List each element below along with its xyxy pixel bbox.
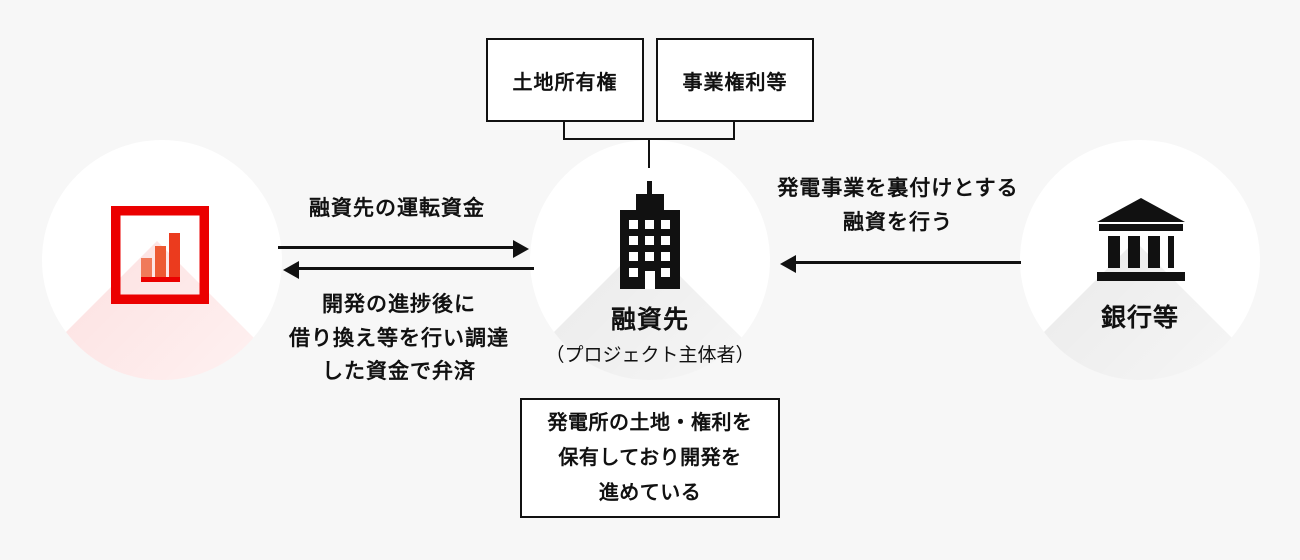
box-land-ownership: 土地所有権 (486, 38, 644, 122)
box-business-rights: 事業権利等 (656, 38, 814, 122)
arrow-left-to-middle-head (513, 240, 529, 258)
connector-right-vertical (733, 122, 735, 140)
caption-refinance-line-2: 借り換え等を行い調達 (289, 326, 509, 350)
node-label-right: 銀行等 (1100, 304, 1179, 332)
box-asset-status-line-2: 保有しており開発を (558, 446, 742, 469)
arrow-right-to-middle-head (780, 255, 796, 273)
connector-left-vertical (563, 122, 565, 140)
box-land-ownership-label: 土地所有権 (512, 71, 618, 94)
bar-chart-icon (110, 205, 210, 305)
building-icon (605, 180, 695, 290)
caption-refinance-line-3: した資金で弁済 (322, 360, 476, 384)
caption-working-capital: 融資先の運転資金 (309, 197, 485, 220)
connector-middle-vertical (648, 138, 650, 168)
box-asset-status-line-3: 進めている (598, 481, 702, 504)
node-sublabel-middle: （プロジェクト主体者） (545, 345, 755, 366)
box-asset-status: 発電所の土地・権利を 保有しており開発を 進めている (520, 398, 780, 518)
caption-project-finance-line-1: 発電事業を裏付けとする (777, 177, 1019, 200)
bank-icon (1095, 195, 1187, 285)
box-business-rights-label: 事業権利等 (682, 71, 788, 94)
node-label-middle: 融資先 (610, 306, 689, 334)
arrow-left-to-middle-line (278, 246, 514, 249)
caption-project-finance: 発電事業を裏付けとする 融資を行う (762, 172, 1034, 239)
box-asset-status-line-1: 発電所の土地・権利を (547, 411, 753, 434)
caption-refinance: 開発の進捗後に 借り換え等を行い調達 した資金で弁済 (254, 288, 544, 389)
arrow-middle-to-left-line (298, 267, 534, 270)
caption-project-finance-line-2: 融資を行う (843, 210, 953, 234)
caption-refinance-line-1: 開発の進捗後に (322, 293, 476, 316)
arrow-middle-to-left-head (283, 261, 299, 279)
arrow-right-to-middle-line (795, 261, 1021, 264)
